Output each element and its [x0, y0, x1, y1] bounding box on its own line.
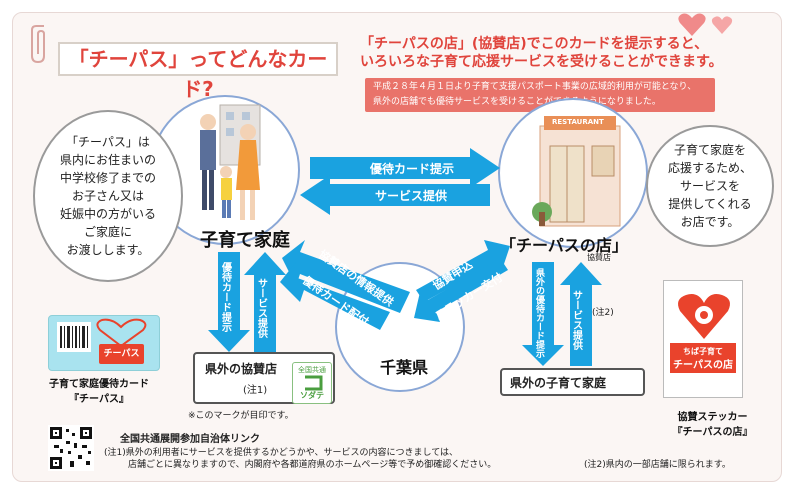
bubble-right-line: 応援するため、 [667, 161, 752, 175]
store-sign-text: RESTAURANT [552, 118, 604, 126]
sticker-band-line-1: ちば子育て [683, 347, 723, 356]
bubble-right-line: サービスを [679, 179, 740, 193]
bubble-left-text: 「チーパス」は 県内にお住まいの 中学校修了までの お子さん又は 妊娠中の方がい… [60, 133, 156, 259]
heart-icon [678, 13, 733, 36]
bubble-left-line: 妊娠中の方がいる [59, 207, 156, 221]
notice-line-2: 県外の店舗でも優待サービスを受けることができるようになりました。 [373, 97, 661, 107]
sticker-band-line-2: チーパスの店 [673, 360, 733, 371]
logo-mark-icon [305, 375, 323, 391]
arrow-present-card-label: 優待カード提示 [369, 161, 454, 176]
sticker-image: ちば子育て チーパスの店 [663, 280, 743, 398]
arrow-right-down-label: 県外の優待カード提示 [534, 268, 546, 359]
footnote-1-line-2: 店舗ごとに異なりますので、内閣府や各都道府県のホームページ等で予め御確認ください… [128, 460, 497, 470]
sticker-band: ちば子育て チーパスの店 [670, 343, 736, 373]
card-caption-line-1: 子育て家庭優待カード [49, 379, 149, 390]
mark-note: ※このマークが目印です。 [188, 411, 294, 421]
out-of-pref-families-box: 県外の子育て家庭 [500, 368, 645, 396]
bubble-left-line: 中学校修了までの [59, 171, 156, 185]
qr-code-icon[interactable] [48, 425, 94, 471]
arrow-right-down: 県外の優待カード提示 [522, 262, 564, 366]
node-store-label: 「チーパスの店」 [500, 236, 628, 255]
arrow-left-down: 優待カード提示 [208, 252, 250, 352]
arrow-right-up-label: サービス提供 [571, 290, 584, 351]
arrow-left-up: サービス提供 [244, 252, 286, 352]
bubble-left-line: 県内にお住まいの [59, 153, 156, 167]
note1-marker: (注1) [243, 385, 268, 396]
store-illustration [532, 116, 621, 227]
footnote-1: (注1)県外の利用者にサービスを提供するかどうかや、サービスの内容につきましては… [104, 447, 554, 471]
bubble-store-description: 子育て家庭を 応援するため、 サービスを 提供してくれる お店です。 [646, 125, 774, 247]
arrow-right-up: サービス提供 [560, 262, 602, 366]
logo-top-text: 全国共通 [298, 366, 326, 374]
chiba-mascot-icon [678, 294, 730, 339]
page-title: 「チーパス」ってどんなカード? [58, 42, 338, 101]
arrow-left-down-label: 優待カード提示 [220, 261, 233, 333]
card-caption: 子育て家庭優待カード 『チーパス』 [40, 375, 158, 405]
footnote-1-line-1: (注1)県外の利用者にサービスを提供するかどうかや、サービスの内容につきましては… [104, 448, 459, 458]
card-caption-line-2: 『チーパス』 [69, 394, 129, 405]
logo-bottom-text: ソダテ [300, 391, 324, 400]
bubble-left-line: ご家庭に [83, 225, 132, 239]
bubble-right-line: 提供してくれる [668, 197, 752, 211]
card-title: チーパス [99, 344, 144, 364]
notice-line-1: 平成２８年４月１日より子育て支援パスポート事業の広域的利用が可能となり、 [373, 82, 697, 92]
footnote-2: (注2)県内の一部店舗に限られます。 [584, 460, 731, 470]
bubble-right-line: お店です。 [680, 215, 740, 229]
chipass-card-image: チーパス [48, 315, 160, 371]
out-of-pref-partners-label: 県外の協賛店 [205, 362, 278, 376]
node-store-sublabel: 協賛店 [587, 253, 611, 262]
note2-marker: (注2) [592, 308, 614, 318]
bubble-card-description: 「チーパス」は 県内にお住まいの 中学校修了までの お子さん又は 妊娠中の方がい… [33, 110, 183, 282]
sticker-caption-line-1: 協賛ステッカー [677, 412, 748, 423]
bubble-right-line: 子育て家庭を [673, 143, 746, 157]
sticker-caption: 協賛ステッカー 『チーパスの店』 [655, 408, 770, 438]
barcode-icon [57, 322, 91, 352]
arrow-provide-service-label: サービス提供 [375, 188, 447, 203]
arrow-present-card: 優待カード提示 [310, 148, 500, 188]
heart-icon [96, 318, 147, 348]
lead-line-1: 「チーパスの店」(協賛店)でこのカードを提示すると、 [360, 36, 709, 52]
node-family-label: 子育て家庭 [200, 230, 290, 251]
lead-line-2: いろいろな子育て応援サービスを受けることができます。 [360, 54, 723, 70]
sticker-caption-line-2: 『チーパスの店』 [672, 427, 753, 438]
paperclip-icon [31, 25, 45, 64]
bubble-left-line: お子さん又は [71, 189, 144, 203]
node-chiba-label: 千葉県 [380, 358, 429, 377]
lead-text: 「チーパスの店」(協賛店)でこのカードを提示すると、 いろいろな子育て応援サービ… [360, 35, 740, 71]
family-illustration [200, 104, 261, 220]
bubble-left-line: 「チーパス」は [66, 135, 150, 149]
arrow-provide-service: サービス提供 [300, 175, 490, 215]
national-mark-logo: 全国共通 ソダテ [292, 362, 332, 404]
bubble-right-text: 子育て家庭を 応援するため、 サービスを 提供してくれる お店です。 [668, 141, 752, 231]
municipality-link-title[interactable]: 全国共通展開参加自治体リンク [120, 434, 260, 445]
arrow-left-up-label: サービス提供 [256, 278, 269, 339]
bubble-left-line: お渡しします。 [66, 243, 150, 257]
